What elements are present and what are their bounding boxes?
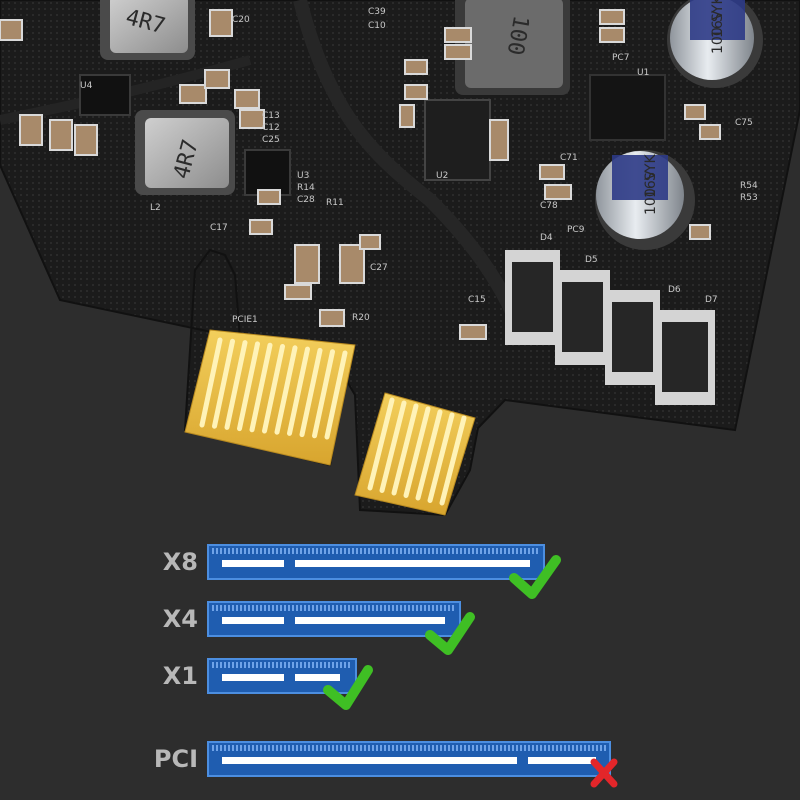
svg-text:R53: R53 <box>740 193 758 203</box>
slot-x1 <box>207 658 357 694</box>
svg-text:D5: D5 <box>585 255 598 265</box>
svg-text:D7: D7 <box>705 295 718 305</box>
svg-text:C15: C15 <box>468 295 486 305</box>
inductor-top-left: 4R7 <box>100 0 195 60</box>
svg-text:C12: C12 <box>262 123 280 133</box>
slot-label-x1: X1 <box>162 662 198 690</box>
svg-text:C71: C71 <box>560 153 578 163</box>
svg-text:C10: C10 <box>368 21 386 31</box>
svg-text:C39: C39 <box>368 7 386 17</box>
connector-label: PCIE1 <box>232 315 258 325</box>
svg-text:D6: D6 <box>668 285 681 295</box>
diode-row <box>505 250 715 405</box>
inductor-mid-left: 4R7 <box>135 110 235 195</box>
svg-text:16V: 16V <box>710 10 726 38</box>
slot-label-pci: PCI <box>153 745 198 773</box>
svg-text:SYK: SYK <box>643 154 659 181</box>
svg-text:U1: U1 <box>637 68 649 78</box>
smd-components <box>0 9 721 340</box>
svg-text:R20: R20 <box>352 313 370 323</box>
svg-text:C17: C17 <box>210 223 228 233</box>
svg-text:C13: C13 <box>262 111 280 121</box>
svg-text:PC9: PC9 <box>567 225 585 235</box>
slot-x4 <box>207 601 461 637</box>
svg-text:U3: U3 <box>297 171 309 181</box>
capacitor-top: 100 16V SYK <box>667 0 763 88</box>
slot-x8 <box>207 544 545 580</box>
slot-compatibility <box>207 544 618 788</box>
svg-text:R11: R11 <box>326 198 344 208</box>
svg-text:C20: C20 <box>232 15 250 25</box>
svg-text:C25: C25 <box>262 135 280 145</box>
svg-text:U4: U4 <box>80 81 93 91</box>
silkscreen-labels: C20 C39 C10 L2 U4 C13 C12 C25 U3 R14 C28… <box>80 7 758 325</box>
chip-u1 <box>589 74 666 141</box>
svg-text:C78: C78 <box>540 201 558 211</box>
svg-text:SYK: SYK <box>710 0 726 22</box>
slot-label-x4: X4 <box>162 605 198 633</box>
capacitor-mid: 100 16V SYK <box>595 150 695 250</box>
slot-label-x8: X8 <box>162 548 198 576</box>
svg-text:16V: 16V <box>643 170 659 198</box>
svg-text:C28: C28 <box>297 195 315 205</box>
inductor-top-center: 100 <box>455 0 570 95</box>
svg-text:100: 100 <box>643 188 659 215</box>
svg-text:C27: C27 <box>370 263 388 273</box>
chip-u2 <box>424 99 491 181</box>
svg-text:C75: C75 <box>735 118 753 128</box>
svg-text:R14: R14 <box>297 183 315 193</box>
cross-icon <box>590 758 618 788</box>
pcie-gold-fingers <box>184 329 476 516</box>
svg-text:100: 100 <box>710 27 726 54</box>
svg-text:L2: L2 <box>150 203 161 213</box>
svg-text:PC7: PC7 <box>612 53 629 63</box>
chip-u4 <box>79 74 131 116</box>
svg-text:R54: R54 <box>740 181 758 191</box>
check-icon <box>323 665 373 710</box>
check-icon <box>425 612 475 655</box>
chip-u3 <box>244 149 291 196</box>
slot-pci <box>207 741 611 777</box>
check-icon <box>509 555 561 599</box>
svg-text:D4: D4 <box>540 233 553 243</box>
svg-text:U2: U2 <box>436 171 448 181</box>
